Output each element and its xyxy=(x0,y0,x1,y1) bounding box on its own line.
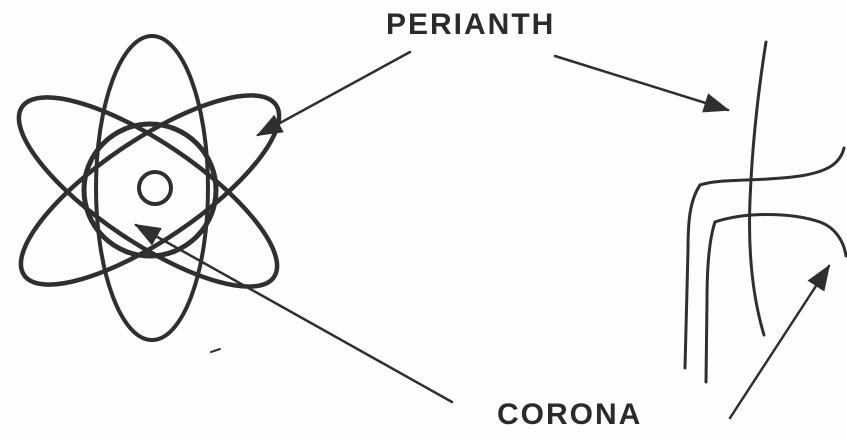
side-perianth-line xyxy=(750,42,766,335)
arrow-corona-right xyxy=(730,266,829,418)
flower-front-view xyxy=(0,36,304,352)
side-tube-inner xyxy=(706,222,715,382)
arrow-perianth-left xyxy=(258,52,410,135)
petal-diagonal-b xyxy=(0,64,304,317)
pointer-arrows xyxy=(136,52,829,418)
corona-label: CORONA xyxy=(497,398,642,432)
side-upper-curve xyxy=(700,148,844,185)
stray-mark xyxy=(211,349,220,352)
petal-diagonal-a xyxy=(0,66,302,319)
flower-side-view xyxy=(685,42,846,382)
petal-vertical xyxy=(96,36,208,340)
arrow-perianth-right xyxy=(555,56,728,110)
side-tube-outer xyxy=(685,185,700,368)
side-lower-curve xyxy=(715,215,846,257)
center-circle xyxy=(139,172,171,204)
perianth-label: PERIANTH xyxy=(386,8,555,42)
corona-ring xyxy=(84,124,216,256)
